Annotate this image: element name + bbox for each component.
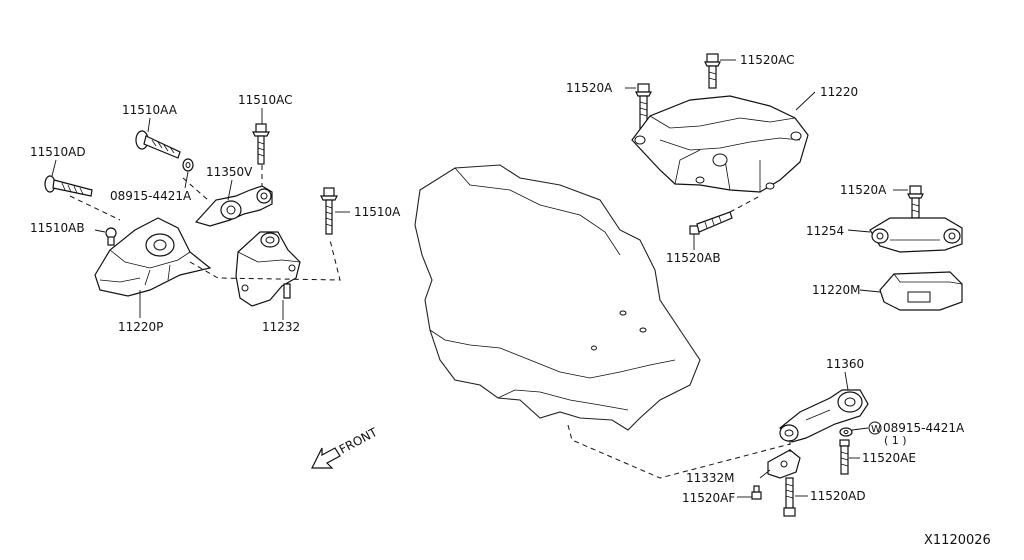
washer-marker-letter: W [871,424,881,435]
label-11350V: 11350V [206,165,253,179]
label-08915-right-qty: ( 1 ) [884,434,907,447]
washer-marker-icon: W [868,421,882,435]
bolt-11520A-right [893,185,924,219]
washer-08915-left [182,158,194,189]
label-11510AC-left: 11510AC [238,93,293,107]
label-11520AF: 11520AF [682,491,735,505]
label-11520AB: 11520AB [666,251,721,265]
bolt-11520AC [704,53,736,89]
engine-block-outline [414,164,701,431]
dashed-guide-bottom [567,424,791,479]
dashed-guide-11520AB [729,195,761,213]
bolt-11510A [320,187,350,235]
bolt-11510AA [135,117,181,159]
label-11332M: 11332M [686,471,735,485]
bolt-11510AD [44,159,93,197]
label-11220M: 11220M [812,283,861,297]
label-11520A-top: 11520A [566,81,613,95]
bolt-11520A-top [625,83,652,131]
bolt-11520AD [783,477,808,517]
front-label: FRONT [337,425,380,457]
label-11520A-right: 11520A [840,183,887,197]
label-11360: 11360 [826,357,864,371]
bracket-11254 [847,217,963,253]
label-08915-right: 08915-4421A [883,421,965,435]
bolt-11510AC-left [252,108,270,165]
torque-rod-11360 [779,371,869,443]
washer-08915-right [839,427,869,437]
label-11254: 11254 [806,224,844,238]
label-11520AC: 11520AC [740,53,795,67]
label-11232: 11232 [262,320,300,334]
engine-mount-11220M [859,271,963,311]
label-11510A: 11510A [354,205,401,219]
engine-mount-11220 [631,91,816,193]
torque-link-11350V [194,179,273,227]
bracket-11332M [759,449,801,479]
label-11510AA: 11510AA [122,103,178,117]
label-11220P: 11220P [118,320,163,334]
label-11520AD: 11520AD [810,489,866,503]
label-11510AD: 11510AD [30,145,86,159]
engine-mount-11220P [94,217,212,318]
bracket-11232 [235,231,301,320]
diagram-id: X1120026 [924,533,991,548]
label-11220: 11220 [820,85,858,99]
label-08915-left: 08915-4421A [110,189,192,203]
label-11510AB: 11510AB [30,221,85,235]
bolt-11510AB [94,227,117,246]
bolt-11520AF [737,485,762,500]
front-arrow-icon [311,447,341,469]
dashed-guides-left [69,165,341,281]
bolt-11520AE [839,439,860,475]
label-11520AE: 11520AE [862,451,916,465]
bolt-11520AB [689,211,733,250]
